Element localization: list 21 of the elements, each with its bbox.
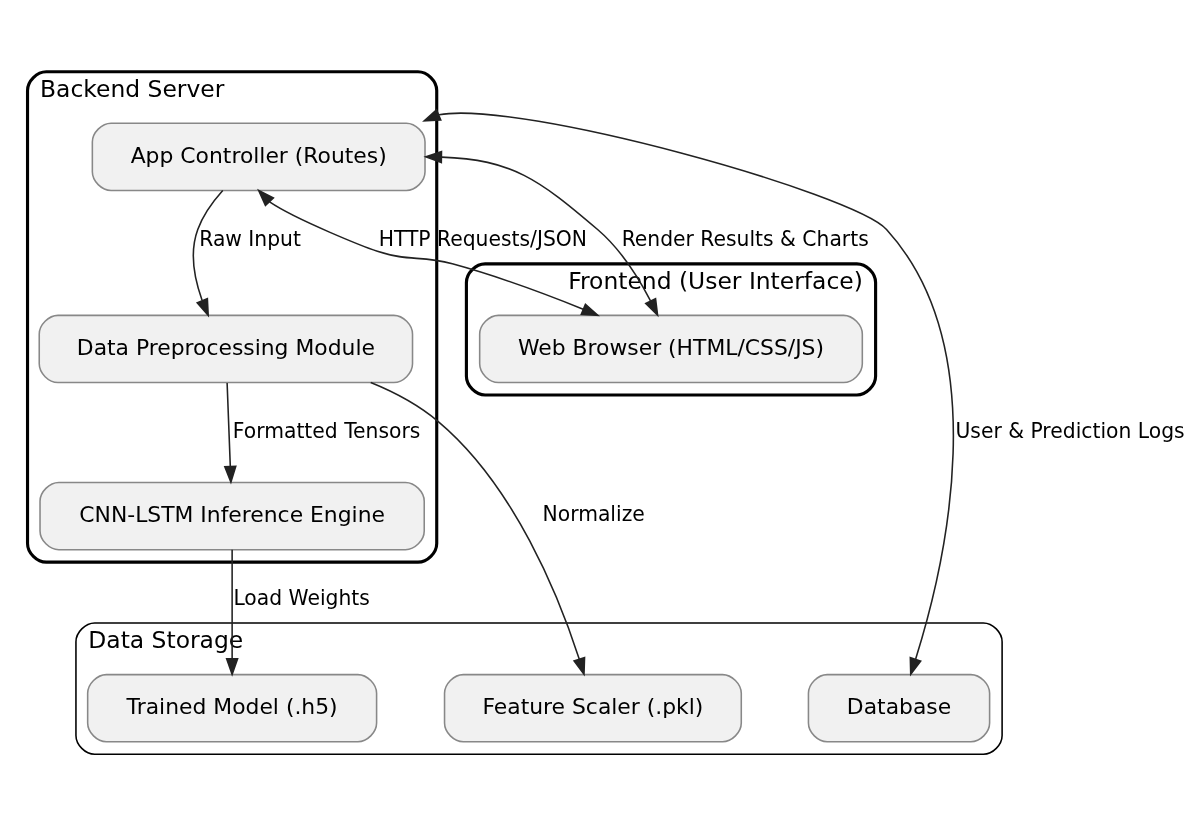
arrow bbox=[257, 188, 601, 317]
node-box: Trained Model (.h5) bbox=[86, 673, 378, 743]
node-box: Data Preprocessing Module bbox=[38, 314, 414, 384]
edge-label: User & Prediction Logs bbox=[955, 418, 1185, 443]
node-box: App Controller (Routes) bbox=[91, 122, 426, 192]
node-box: Feature Scaler (.pkl) bbox=[443, 673, 743, 743]
edge-label: Normalize bbox=[542, 502, 645, 527]
edge-label: Formatted Tensors bbox=[232, 418, 421, 443]
node-box: Database bbox=[807, 673, 991, 743]
edge-label: Load Weights bbox=[233, 585, 370, 610]
arrow bbox=[422, 108, 954, 677]
arrow bbox=[223, 382, 237, 485]
arrow bbox=[225, 548, 239, 677]
edge-label: Raw Input bbox=[199, 226, 301, 251]
arrow bbox=[369, 381, 586, 677]
edge-label: Render Results & Charts bbox=[621, 226, 869, 251]
node-box: CNN-LSTM Inference Engine bbox=[39, 481, 425, 551]
edge-label: HTTP Requests/JSON bbox=[378, 226, 587, 251]
node-box: Web Browser (HTML/CSS/JS) bbox=[478, 314, 864, 384]
arrow bbox=[192, 189, 224, 318]
arrow bbox=[423, 150, 659, 318]
